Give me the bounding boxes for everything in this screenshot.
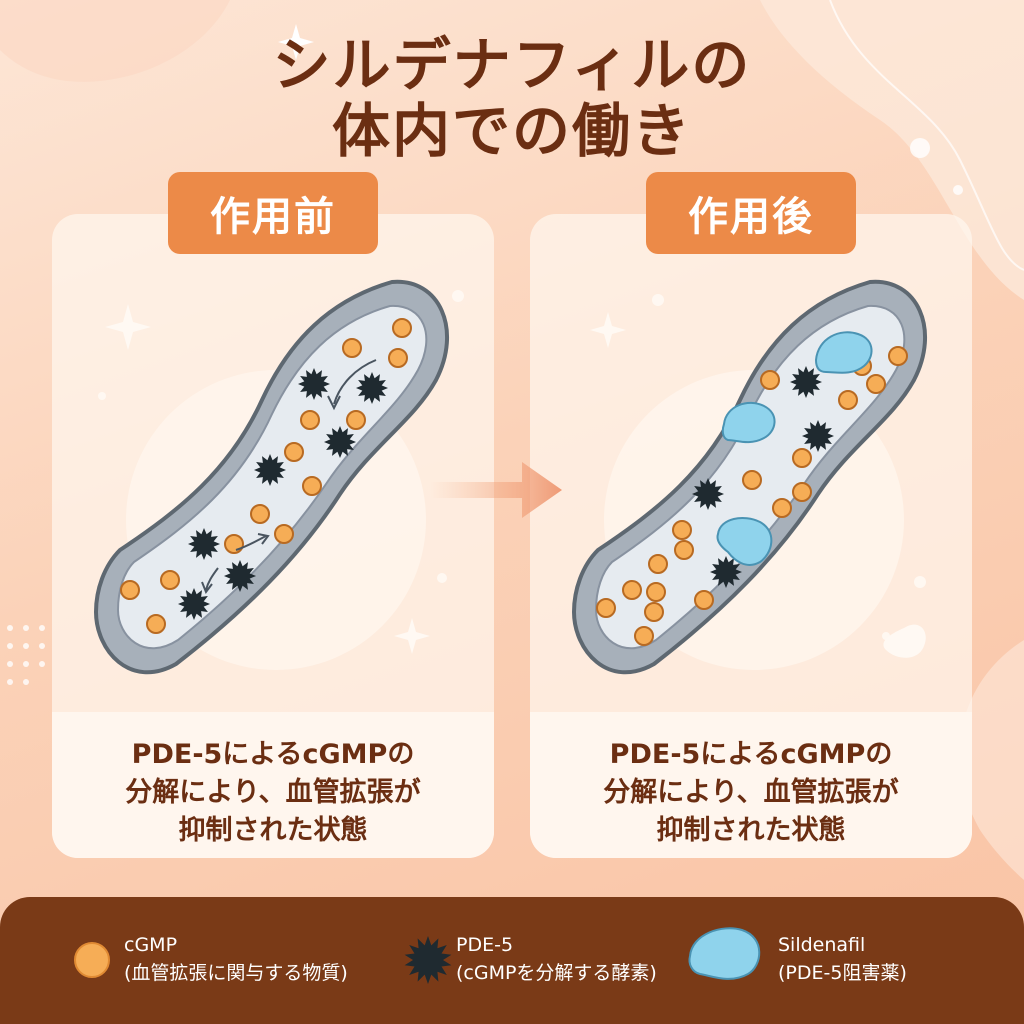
legend-bar	[0, 897, 1024, 1024]
curved-arrow	[205, 567, 219, 591]
pde5-enzyme	[692, 478, 724, 510]
cgmp-molecule	[146, 614, 166, 634]
pde5-enzymes-after	[692, 366, 834, 588]
cgmp-molecule	[388, 348, 408, 368]
page-title-line1: シルデナフィルの	[272, 31, 752, 99]
legend-cgmp-sub: (血管拡張に関与する物質)	[124, 962, 348, 984]
cgmp-molecule	[160, 570, 180, 590]
cgmp-molecule	[250, 504, 270, 524]
pde5-spiky-icon	[404, 936, 452, 984]
cgmp-molecule	[866, 374, 886, 394]
cgmp-molecules-after	[596, 346, 908, 646]
pde5-enzyme	[710, 556, 742, 588]
cgmp-molecule	[694, 590, 714, 610]
cgmp-molecule	[742, 470, 762, 490]
after-caption-line3: 抑制された状態	[656, 815, 846, 846]
cgmp-molecule	[284, 442, 304, 462]
cgmp-molecule	[646, 582, 666, 602]
before-caption-box	[52, 712, 494, 858]
cgmp-molecule	[674, 540, 694, 560]
after-caption-line1: PDE-5によるcGMPの	[609, 739, 893, 770]
cgmp-molecule	[644, 602, 664, 622]
cgmp-molecule	[888, 346, 908, 366]
after-caption-line2: 分解により、血管拡張が	[603, 777, 899, 808]
page-title-line2: 体内での働き	[331, 97, 692, 165]
cgmp-molecule	[120, 580, 140, 600]
sildenafil-molecules	[716, 331, 873, 566]
before-badge: 作用前	[168, 172, 378, 254]
pde5-enzyme	[254, 454, 286, 486]
cgmp-molecule	[772, 498, 792, 518]
arrow-head	[327, 395, 341, 411]
cgmp-molecule	[302, 476, 322, 496]
pde5-enzyme	[298, 368, 330, 400]
cgmp-molecule	[622, 580, 642, 600]
legend-pde5-label: PDE-5	[456, 934, 514, 956]
cgmp-molecule	[792, 448, 812, 468]
cgmp-molecule	[342, 338, 362, 358]
pde5-enzyme	[356, 372, 388, 404]
pde5-enzyme	[188, 528, 220, 560]
cgmp-molecule	[760, 370, 780, 390]
curved-arrow	[235, 535, 267, 551]
sildenafil-blob-icon	[688, 927, 761, 980]
legend-cgmp-label: cGMP	[124, 934, 178, 956]
cgmp-molecule	[672, 520, 692, 540]
reaction-arrows	[201, 359, 377, 595]
pde5-enzymes-before	[178, 368, 388, 620]
pde5-enzyme	[324, 426, 356, 458]
cgmp-molecule	[634, 626, 654, 646]
after-badge: 作用後	[646, 172, 856, 254]
legend-pde5-sub: (cGMPを分解する酵素)	[456, 962, 657, 984]
cgmp-molecule	[274, 524, 294, 544]
after-caption-box	[530, 712, 972, 858]
transition-arrow	[430, 462, 562, 518]
legend-sildenafil-sub: (PDE-5阻害薬)	[778, 962, 907, 984]
pde5-enzyme	[802, 420, 834, 452]
legend-sildenafil-label: Sildenafil	[778, 934, 866, 956]
curved-arrow	[333, 359, 377, 405]
cgmp-molecule	[838, 390, 858, 410]
cgmp-molecule	[300, 410, 320, 430]
arrow-head	[201, 581, 213, 595]
cgmp-molecule	[596, 598, 616, 618]
cgmp-molecule	[792, 482, 812, 502]
cgmp-molecule	[648, 554, 668, 574]
before-caption-line3: 抑制された状態	[178, 815, 368, 846]
before-caption-line1: PDE-5によるcGMPの	[131, 739, 415, 770]
pde5-enzyme	[790, 366, 822, 398]
cgmp-molecule	[392, 318, 412, 338]
pde5-enzyme	[178, 588, 210, 620]
before-caption-line2: 分解により、血管拡張が	[125, 777, 421, 808]
arrow-head	[257, 533, 270, 545]
cgmp-circle-icon	[74, 942, 110, 978]
cgmp-molecule	[346, 410, 366, 430]
pde5-enzyme	[224, 560, 256, 592]
